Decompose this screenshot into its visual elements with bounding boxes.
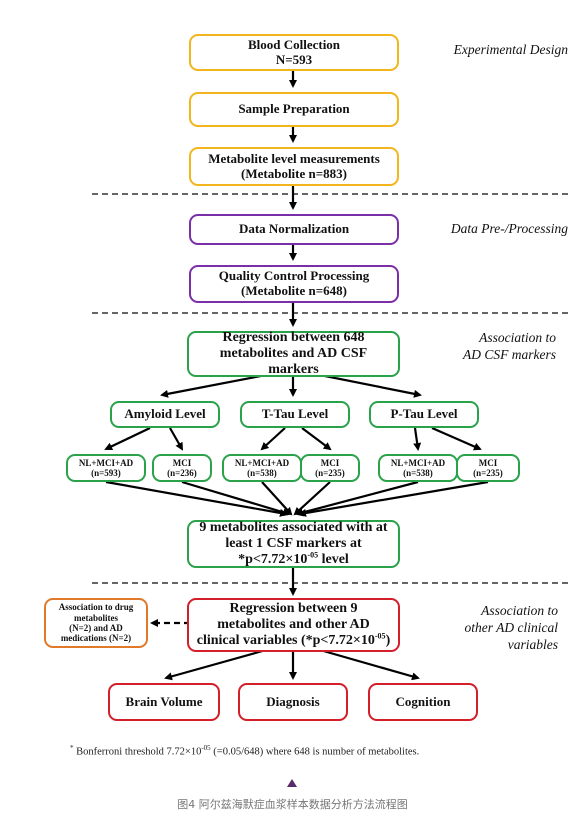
section-clinical-line2: other AD clinical [464,619,559,635]
section-csf-association: Association to AD CSF markers [410,330,556,364]
regression-648-line3: markers [268,362,319,378]
amyloid-mci-subgroup-box: MCI (n=236) [152,454,212,482]
quality-control-box: Quality Control Processing (Metabolite n… [189,265,399,303]
regression-9-close: ) [385,633,391,649]
section-csf-line1: Association to [479,330,556,345]
figure-caption: 图4 阿尔兹海默症血浆样本数据分析方法流程图 [177,798,408,811]
sub3-group: NL+MCI+AD [234,457,290,468]
regression-9-line2: metabolites and other AD [217,616,370,632]
sub2-count: (n=236) [167,468,197,478]
sample-preparation-box: Sample Preparation [189,92,399,127]
sub4-count: (n=235) [315,468,345,478]
ttau-level-box: T-Tau Level [240,401,350,428]
sample-preparation-label: Sample Preparation [238,101,350,117]
cognition-label: Cognition [395,693,451,709]
sub5-count: (n=538) [403,468,433,478]
regression-648-box: Regression between 648 metabolites and A… [187,329,400,378]
ttau-mci-subgroup-box: MCI (n=235) [300,454,360,482]
amyloid-all-subgroup-box: NL+MCI+AD (n=593) [66,454,146,482]
data-normalization-box: Data Normalization [189,214,399,245]
ttau-all-subgroup-box: NL+MCI+AD (n=538) [222,454,302,482]
section-design-label: Experimental Design [453,42,568,57]
footnote-explanation: (=0.05/648) where 648 is number of metab… [210,746,420,758]
footnote-threshold: Bonferroni threshold 7.72×10 [73,746,202,758]
blood-collection-count: N=593 [275,51,313,67]
regression-9-variables: clinical variables (*p<7.72×10 [196,633,375,649]
section-clinical-line1: Association to [481,603,558,618]
blood-collection-box: Blood Collection N=593 [189,34,399,71]
ptau-level-label: P-Tau Level [390,406,458,422]
ptau-mci-subgroup-box: MCI (n=235) [456,454,520,482]
metabolite-measurement-label: Metabolite level measurements [208,150,380,166]
regression-648-line2: metabolites and AD CSF [219,345,368,361]
ptau-all-subgroup-box: NL+MCI+AD (n=538) [378,454,458,482]
drug-association-box: Association to drug metabolites (N=2) an… [44,598,148,648]
diagnosis-label: Diagnosis [266,693,320,709]
metabolite-measurement-box: Metabolite level measurements (Metabolit… [189,147,399,186]
regression-9-line3: clinical variables (*p<7.72×10-05) [196,631,391,649]
brain-volume-label: Brain Volume [125,693,203,709]
nine-metabolites-exponent: -05 [307,550,319,560]
bonferroni-footnote: * Bonferroni threshold 7.72×10-05 (=0.05… [70,744,419,758]
nine-metabolites-line2: least 1 CSF markers at [225,535,362,551]
footnote-star: * [70,744,74,752]
diagnosis-box: Diagnosis [238,683,348,721]
regression-648-line1: Regression between 648 [222,329,365,345]
nine-metabolites-box: 9 metabolites associated with at least 1… [187,520,400,568]
data-normalization-label: Data Normalization [238,221,350,237]
section-experimental-design: Experimental Design [400,42,568,59]
nine-metabolites-line1: 9 metabolites associated with at [199,519,388,535]
sub2-group: MCI [172,457,192,468]
section-csf-line2: AD CSF markers [463,346,556,362]
footnote-exponent: -05 [201,744,211,752]
metabolite-measurement-count: (Metabolite n=883) [241,165,347,181]
blood-collection-label: Blood Collection [247,36,341,52]
regression-9-box: Regression between 9 metabolites and oth… [187,598,400,652]
triangle-icon [287,779,297,787]
drug-line4: medications (N=2) [60,633,132,644]
sub1-count: (n=593) [91,468,121,478]
quality-control-label: Quality Control Processing [218,268,370,284]
section-clinical-association: Association to other AD clinical variabl… [410,603,559,654]
drug-line2: metabolites [74,612,118,623]
section-data-processing: Data Pre-/Processing [400,221,568,238]
brain-volume-box: Brain Volume [108,683,220,721]
sub6-count: (n=235) [473,468,503,478]
amyloid-level-label: Amyloid Level [124,406,206,422]
section-clinical-line3: variables [507,636,558,652]
sub6-group: MCI [478,457,498,468]
quality-control-count: (Metabolite n=648) [241,283,347,298]
sub5-group: NL+MCI+AD [390,457,446,468]
nine-metabolites-threshold: *p<7.72×10 [238,552,308,568]
cognition-box: Cognition [368,683,478,721]
sub3-count: (n=538) [247,468,277,478]
sub4-group: MCI [320,457,340,468]
sub1-group: NL+MCI+AD [78,457,134,468]
ttau-level-label: T-Tau Level [261,406,329,422]
ptau-level-box: P-Tau Level [369,401,479,428]
section-processing-label: Data Pre-/Processing [450,221,568,236]
nine-metabolites-level: level [318,552,349,568]
nine-metabolites-line3: *p<7.72×10-05 level [238,550,349,568]
drug-line3: (N=2) and AD [69,623,123,633]
drug-line1: Association to drug [58,602,134,613]
regression-9-exponent: -05 [374,631,386,641]
regression-9-line1: Regression between 9 [229,600,358,616]
amyloid-level-box: Amyloid Level [110,401,220,428]
